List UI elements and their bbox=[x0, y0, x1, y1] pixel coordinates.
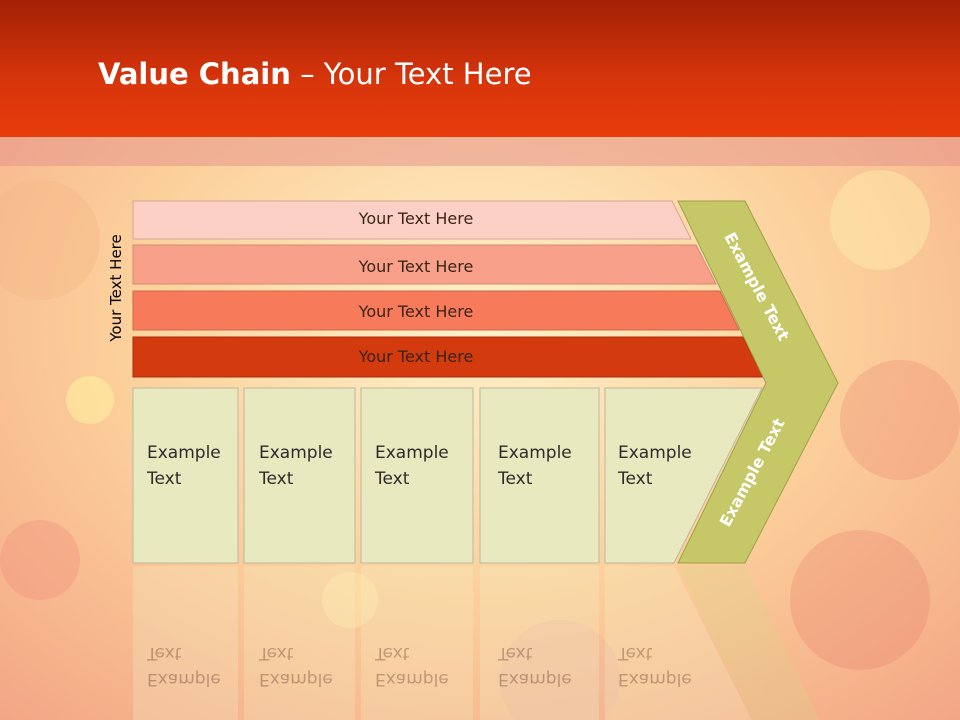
bar-2: Your Text Here bbox=[132, 244, 717, 285]
box-5-line1: Example bbox=[618, 443, 692, 463]
side-label: Your Text Here bbox=[107, 234, 125, 342]
box-4-line2: Text bbox=[497, 469, 533, 489]
title-bold: Value Chain bbox=[98, 57, 291, 91]
bar-4: Your Text Here bbox=[132, 336, 764, 378]
bar-2-shape bbox=[132, 244, 717, 285]
reflection-box-3-line1: Example bbox=[375, 669, 449, 689]
reflection-box-5-line2: Text bbox=[617, 643, 653, 663]
bar-2-label: Your Text Here bbox=[358, 257, 474, 276]
reflection-box-2 bbox=[244, 566, 355, 720]
chevron: Example Text Example Text bbox=[677, 200, 839, 564]
box-2-line2: Text bbox=[258, 469, 294, 489]
box-1-line1: Example bbox=[147, 443, 221, 463]
box-5-line2: Text bbox=[617, 469, 653, 489]
reflection-box-4-line1: Example bbox=[498, 669, 572, 689]
box-1: Example Text bbox=[132, 387, 239, 564]
reflection-box-4 bbox=[480, 566, 599, 720]
box-2-shape bbox=[243, 387, 356, 564]
box-3-shape bbox=[360, 387, 474, 564]
box-4-line1: Example bbox=[498, 443, 572, 463]
reflection-box-3-line2: Text bbox=[374, 643, 410, 663]
slide-title: Value Chain – Your Text Here bbox=[98, 52, 532, 96]
diagram-reflection: Example Text Example Text Example Text E… bbox=[133, 566, 820, 720]
reflection-box-5-line1: Example bbox=[618, 669, 692, 689]
chevron-shape bbox=[677, 200, 839, 564]
header-band bbox=[0, 137, 960, 166]
bar-4-label: Your Text Here bbox=[358, 347, 474, 366]
bar-1: Your Text Here bbox=[132, 200, 692, 240]
bar-3: Your Text Here bbox=[132, 290, 740, 331]
box-4-shape bbox=[479, 387, 600, 564]
box-2: Example Text bbox=[243, 387, 356, 564]
reflection-box-1 bbox=[133, 566, 238, 720]
box-4: Example Text bbox=[479, 387, 600, 564]
reflection-box-5 bbox=[605, 566, 752, 720]
bar-3-label: Your Text Here bbox=[358, 302, 474, 321]
bar-3-shape bbox=[132, 290, 740, 331]
header-bar bbox=[0, 0, 960, 137]
reflection-box-4-line2: Text bbox=[497, 643, 533, 663]
box-3: Example Text bbox=[360, 387, 474, 564]
box-5-shape bbox=[604, 387, 763, 564]
box-3-line2: Text bbox=[374, 469, 410, 489]
box-1-shape bbox=[132, 387, 239, 564]
bar-1-shape bbox=[132, 200, 692, 240]
reflection-chevron bbox=[678, 566, 820, 720]
box-5: Example Text bbox=[604, 387, 763, 564]
box-2-line1: Example bbox=[259, 443, 333, 463]
reflection-box-1-line1: Example bbox=[147, 669, 221, 689]
bar-1-label: Your Text Here bbox=[358, 209, 474, 228]
box-1-line2: Text bbox=[146, 469, 182, 489]
box-3-line1: Example bbox=[375, 443, 449, 463]
title-rest: – Your Text Here bbox=[290, 57, 532, 91]
reflection-box-3 bbox=[361, 566, 473, 720]
reflection-box-2-line1: Example bbox=[259, 669, 333, 689]
reflection-box-2-line2: Text bbox=[258, 643, 294, 663]
reflection-box-1-line2: Text bbox=[146, 643, 182, 663]
